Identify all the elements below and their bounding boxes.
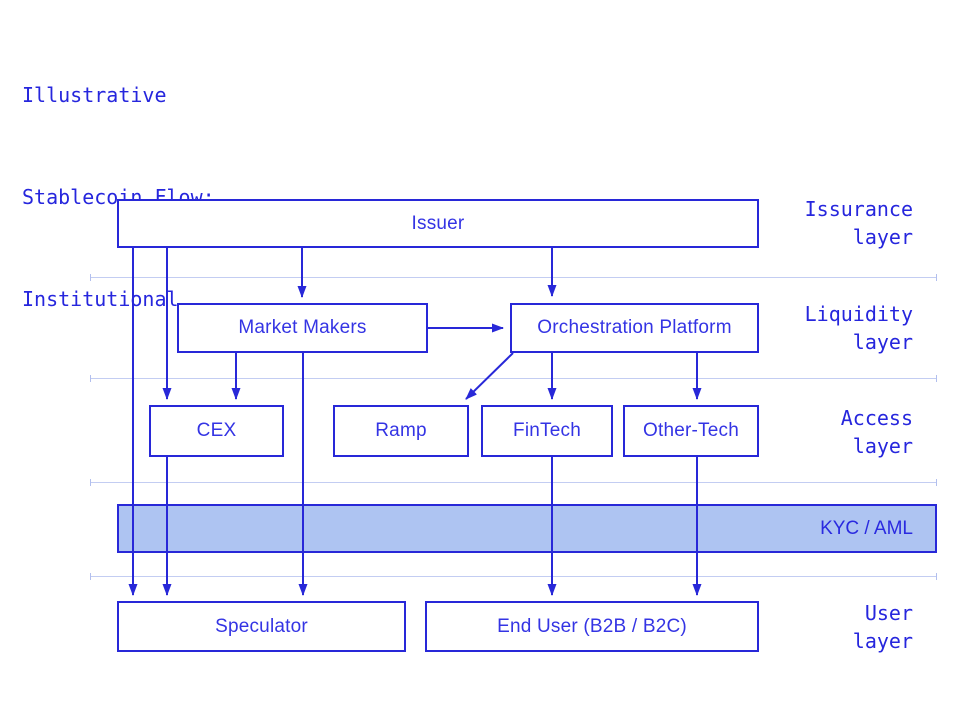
layer-issurance-line1: Issurance [804,197,913,221]
layer-liquidity-line2: layer [852,330,913,354]
kyc-aml-band: KYC / AML [117,504,937,553]
node-speculator-label: Speculator [215,615,308,637]
layer-access-line2: layer [852,434,913,458]
kyc-aml-label: KYC / AML [820,517,913,539]
node-other-tech-label: Other-Tech [643,420,739,441]
layer-label-liquidity: Liquidity layer [805,300,913,356]
node-ramp: Ramp [333,405,469,457]
title-line-3: Institutional [22,287,179,311]
node-end-user: End User (B2B / B2C) [425,601,759,652]
node-orchestration-platform-label: Orchestration Platform [537,317,732,338]
layer-user-line1: User [864,601,913,625]
separator-kyc-user [90,573,937,580]
layer-issurance-line2: layer [852,225,913,249]
layer-access-line1: Access [840,406,913,430]
node-orchestration-platform: Orchestration Platform [510,303,759,353]
layer-user-line2: layer [852,629,913,653]
node-market-makers: Market Makers [177,303,428,353]
node-speculator: Speculator [117,601,406,652]
layer-label-issurance: Issurance layer [805,195,913,251]
layer-label-access: Access layer [841,404,913,460]
node-issuer-label: Issuer [411,212,465,234]
separator-issurance-liquidity [90,274,937,281]
node-fintech: FinTech [481,405,613,457]
node-fintech-label: FinTech [513,420,581,441]
layer-liquidity-line1: Liquidity [804,302,913,326]
node-cex-label: CEX [196,420,237,441]
arrow-orchestration-to-ramp [465,352,514,400]
diagram-title: Illustrative Stablecoin Flow: Institutio… [22,10,215,384]
node-market-makers-label: Market Makers [238,317,367,338]
node-end-user-label: End User (B2B / B2C) [497,615,687,637]
layer-label-user: User layer [853,599,913,655]
title-line-1: Illustrative [22,83,167,107]
node-ramp-label: Ramp [375,420,427,441]
separator-access-kyc [90,479,937,486]
node-issuer: Issuer [117,199,759,248]
node-other-tech: Other-Tech [623,405,759,457]
separator-liquidity-access [90,375,937,382]
node-cex: CEX [149,405,284,457]
